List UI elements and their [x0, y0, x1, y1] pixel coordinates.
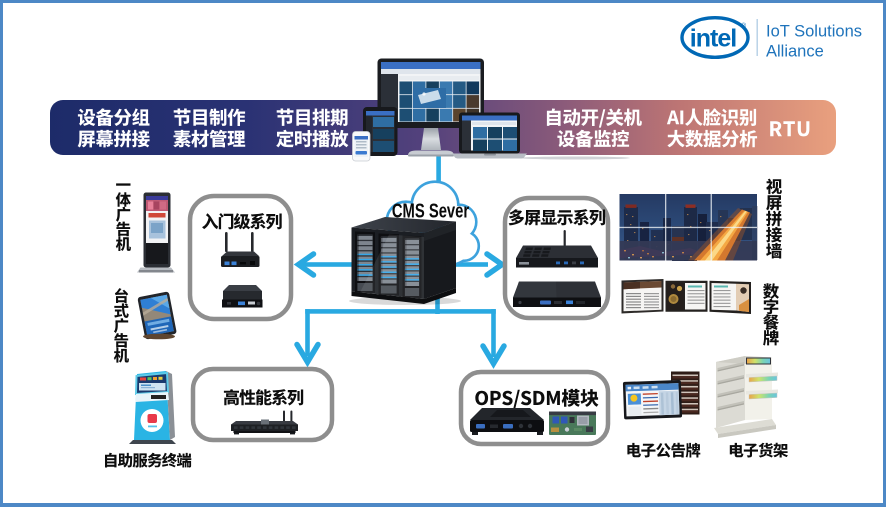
- svg-text:®: ®: [741, 22, 747, 30]
- svg-text:intel: intel: [690, 25, 736, 53]
- svg-text:IoT Solutions: IoT Solutions: [766, 23, 862, 41]
- svg-text:Alliance: Alliance: [766, 43, 824, 61]
- svg-text:CMS Sever: CMS Sever: [392, 199, 469, 222]
